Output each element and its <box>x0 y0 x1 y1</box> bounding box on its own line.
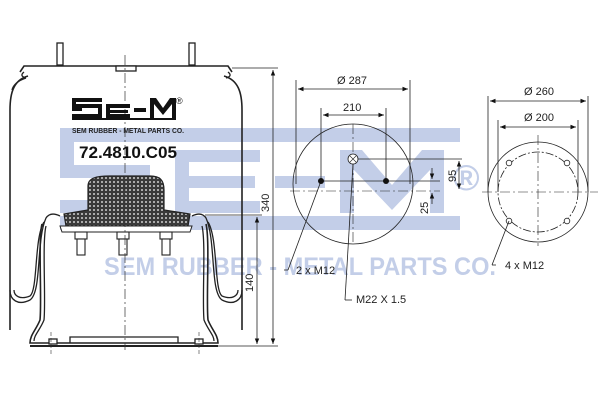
top-plate-view <box>284 80 462 301</box>
brand-registered-mark: ® <box>176 96 183 106</box>
watermark-company-name: SEM RUBBER - METAL PARTS CO. <box>104 253 496 281</box>
studs-label: 2 x M12 <box>296 265 335 277</box>
top-diameter-label: Ø 287 <box>337 75 367 87</box>
piston-top-hatched <box>59 175 193 233</box>
height-piston-label: 140 <box>244 274 256 292</box>
bottom-holes-label: 4 x M12 <box>505 260 544 272</box>
stud-hole-right <box>383 178 389 184</box>
top-stud-right <box>188 42 196 66</box>
offset-vertical-label: 95 <box>447 170 459 182</box>
bottom-diameter-outer-label: Ø 260 <box>524 86 554 98</box>
top-stud-left <box>56 42 64 66</box>
height-total-label: 340 <box>260 194 272 212</box>
brand-logo <box>72 98 176 120</box>
bottom-bolt-circle-label: Ø 200 <box>524 112 554 124</box>
stud-hole-left <box>318 178 324 184</box>
height-dimensions <box>205 67 278 347</box>
offset-small-label: 25 <box>419 202 431 214</box>
air-fitting-label: M22 X 1.5 <box>356 294 406 306</box>
bottom-plate-view <box>482 96 598 266</box>
part-number: 72.4810.C05 <box>79 143 177 162</box>
brand-company-name: SEM RUBBER - METAL PARTS CO. <box>72 126 184 135</box>
bolt-spacing-label: 210 <box>343 102 361 114</box>
bottom-studs <box>74 231 173 256</box>
